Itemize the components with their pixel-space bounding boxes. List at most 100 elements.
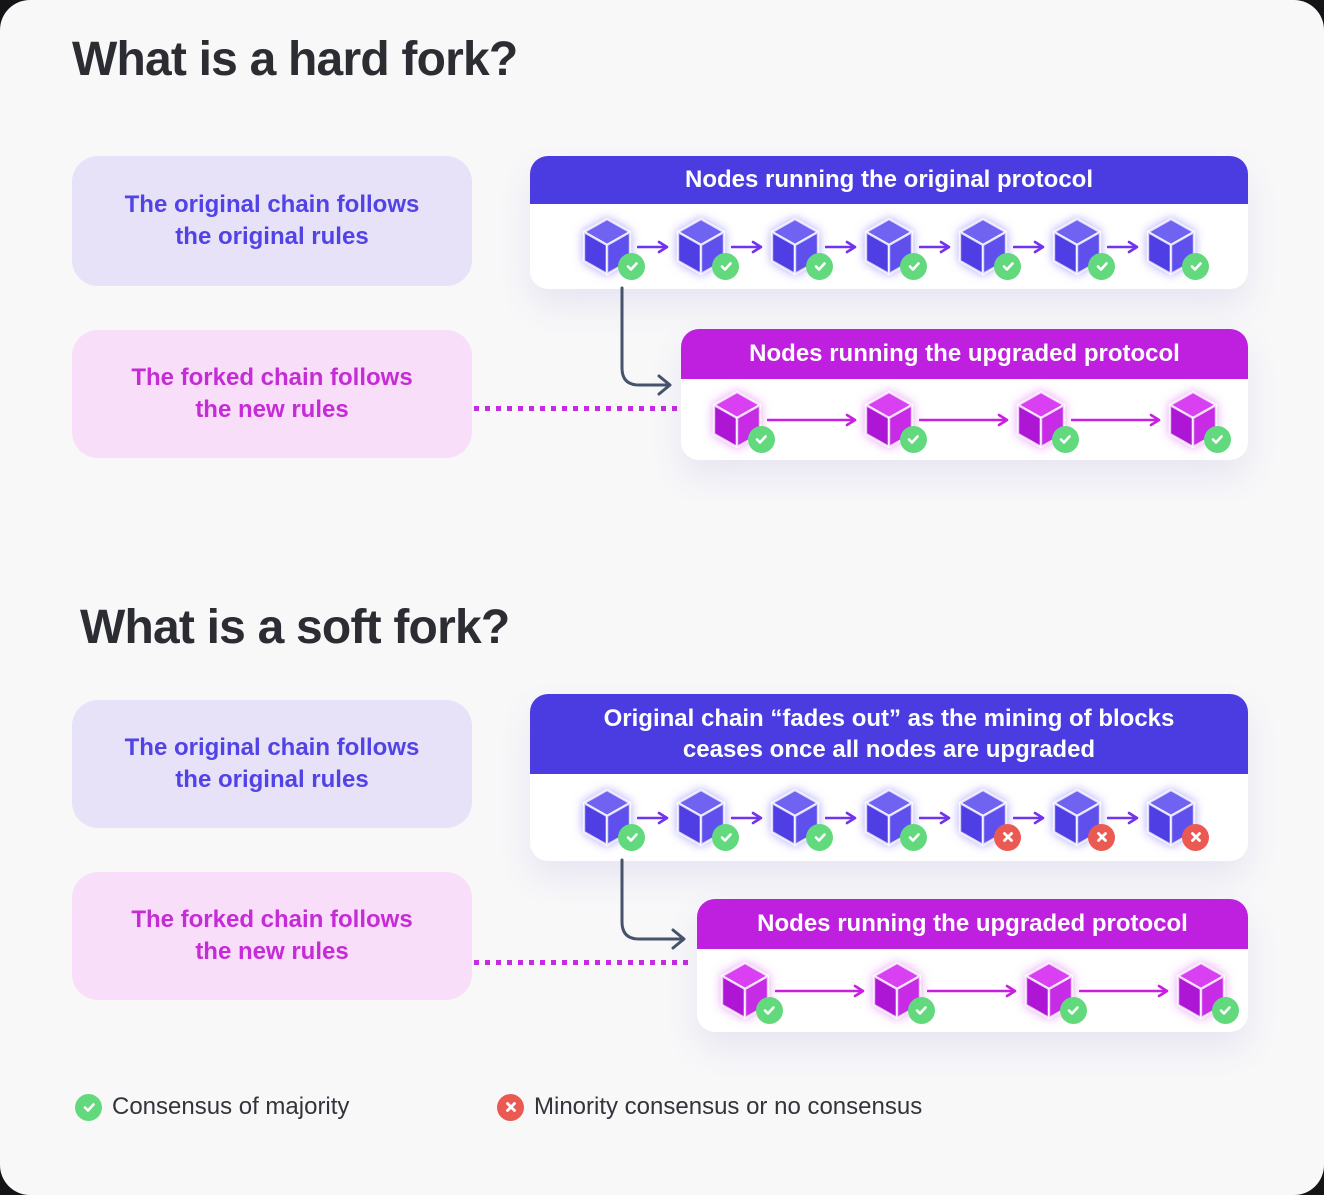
chain-arrow <box>825 239 859 255</box>
panel-header: Nodes running the upgraded protocol <box>681 329 1248 379</box>
chain-arrow-icon <box>731 811 763 824</box>
chain-arrow-icon <box>637 811 669 824</box>
chain-arrow-icon <box>774 984 864 997</box>
panel-header-text: Nodes running the upgraded protocol <box>749 340 1180 368</box>
consensus-check-badge <box>806 823 833 851</box>
block-cube <box>870 961 935 1024</box>
block-chain-row <box>681 379 1248 460</box>
consensus-check-badge <box>618 823 645 851</box>
forked-chain-label: The forked chain follows the new rules <box>72 330 472 458</box>
consensus-check-badge <box>1211 996 1239 1024</box>
consensus-check-badge <box>712 823 739 851</box>
no-consensus-x-badge <box>1088 823 1115 851</box>
chain-arrow-icon <box>918 413 1008 426</box>
consensus-check-badge <box>1203 425 1231 453</box>
block-cube-icon <box>1176 961 1225 1019</box>
legend-item-consensus: Consensus of majority <box>75 1093 349 1121</box>
chain-arrow <box>1070 412 1163 428</box>
block-cube <box>1174 961 1239 1024</box>
chain-arrow <box>1013 810 1047 826</box>
consensus-check-badge <box>712 252 739 280</box>
chain-arrow <box>637 239 671 255</box>
hard-fork-original-protocol-panel: Nodes running the original protocol <box>530 156 1248 289</box>
panel-header: Nodes running the original protocol <box>530 156 1248 204</box>
dotted-link-line <box>474 960 692 965</box>
block-chain-row <box>530 204 1248 289</box>
original-chain-label: The original chain follows the original … <box>72 156 472 286</box>
panel-header-text: Original chain “fades out” as the mining… <box>603 704 1175 763</box>
chain-arrow <box>766 412 859 428</box>
no-consensus-x-badge <box>994 823 1021 851</box>
block-cube <box>862 788 927 851</box>
forked-chain-label-text: The forked chain follows the new rules <box>131 364 413 423</box>
block-cube <box>1144 217 1209 280</box>
consensus-check-badge <box>747 425 775 453</box>
hard-fork-upgraded-protocol-panel: Nodes running the upgraded protocol <box>681 329 1248 460</box>
chain-arrow <box>1078 983 1171 999</box>
original-chain-label: The original chain follows the original … <box>72 700 472 828</box>
block-cube <box>956 217 1021 280</box>
chain-arrow-icon <box>1013 811 1045 824</box>
chain-arrow <box>774 983 867 999</box>
soft-fork-section-title: What is a soft fork? <box>80 601 510 654</box>
block-cube-icon <box>582 217 632 275</box>
dotted-link-line <box>474 406 678 411</box>
chain-arrow-icon <box>1107 240 1139 253</box>
block-cube-icon <box>1168 390 1217 448</box>
block-cube <box>580 788 645 851</box>
chain-arrow-icon <box>731 240 763 253</box>
chain-arrow-icon <box>1013 240 1045 253</box>
block-cube-icon <box>712 390 761 448</box>
chain-arrow <box>919 810 953 826</box>
chain-arrow <box>918 412 1011 428</box>
block-cube-icon <box>1146 217 1196 275</box>
block-cube <box>1014 390 1079 453</box>
block-cube <box>674 788 739 851</box>
chain-arrow <box>825 810 859 826</box>
block-cube <box>674 217 739 280</box>
consensus-check-badge <box>806 252 833 280</box>
consensus-check-badge <box>618 252 645 280</box>
consensus-check-badge <box>994 252 1021 280</box>
chain-arrow-icon <box>825 811 857 824</box>
block-cube <box>1022 961 1087 1024</box>
block-cube <box>1144 788 1209 851</box>
block-cube <box>862 390 927 453</box>
consensus-check-badge <box>1051 425 1079 453</box>
chain-arrow <box>1107 810 1141 826</box>
block-cube <box>768 788 833 851</box>
no-consensus-x-icon <box>497 1093 524 1121</box>
block-cube <box>1166 390 1231 453</box>
original-chain-label-text: The original chain follows the original … <box>124 734 420 793</box>
block-cube-icon <box>1146 788 1196 846</box>
chain-arrow <box>1013 239 1047 255</box>
consensus-check-badge <box>1182 252 1209 280</box>
consensus-check-badge <box>900 823 927 851</box>
block-cube <box>862 217 927 280</box>
soft-fork-upgraded-protocol-panel: Nodes running the upgraded protocol <box>697 899 1248 1032</box>
fork-connector-arrow <box>620 286 672 396</box>
panel-header: Original chain “fades out” as the mining… <box>530 694 1248 774</box>
block-cube-icon <box>864 217 914 275</box>
block-chain-row <box>697 949 1248 1032</box>
chain-arrow-icon <box>825 240 857 253</box>
chain-arrow-icon <box>919 811 951 824</box>
block-cube-icon <box>872 961 921 1019</box>
block-cube <box>956 788 1021 851</box>
panel-header-text: Nodes running the original protocol <box>685 166 1093 194</box>
consensus-check-badge <box>907 996 935 1024</box>
block-cube-icon <box>1024 961 1073 1019</box>
consensus-check-badge <box>900 252 927 280</box>
block-cube <box>718 961 783 1024</box>
panel-header: Nodes running the upgraded protocol <box>697 899 1248 949</box>
forked-chain-label: The forked chain follows the new rules <box>72 872 472 1000</box>
block-cube <box>1050 788 1115 851</box>
consensus-check-badge <box>1059 996 1087 1024</box>
fork-connector-arrow <box>620 858 686 950</box>
chain-arrow <box>731 810 765 826</box>
no-consensus-x-badge <box>1182 823 1209 851</box>
block-cube <box>710 390 775 453</box>
chain-arrow-icon <box>1107 811 1139 824</box>
original-chain-label-text: The original chain follows the original … <box>124 191 420 250</box>
